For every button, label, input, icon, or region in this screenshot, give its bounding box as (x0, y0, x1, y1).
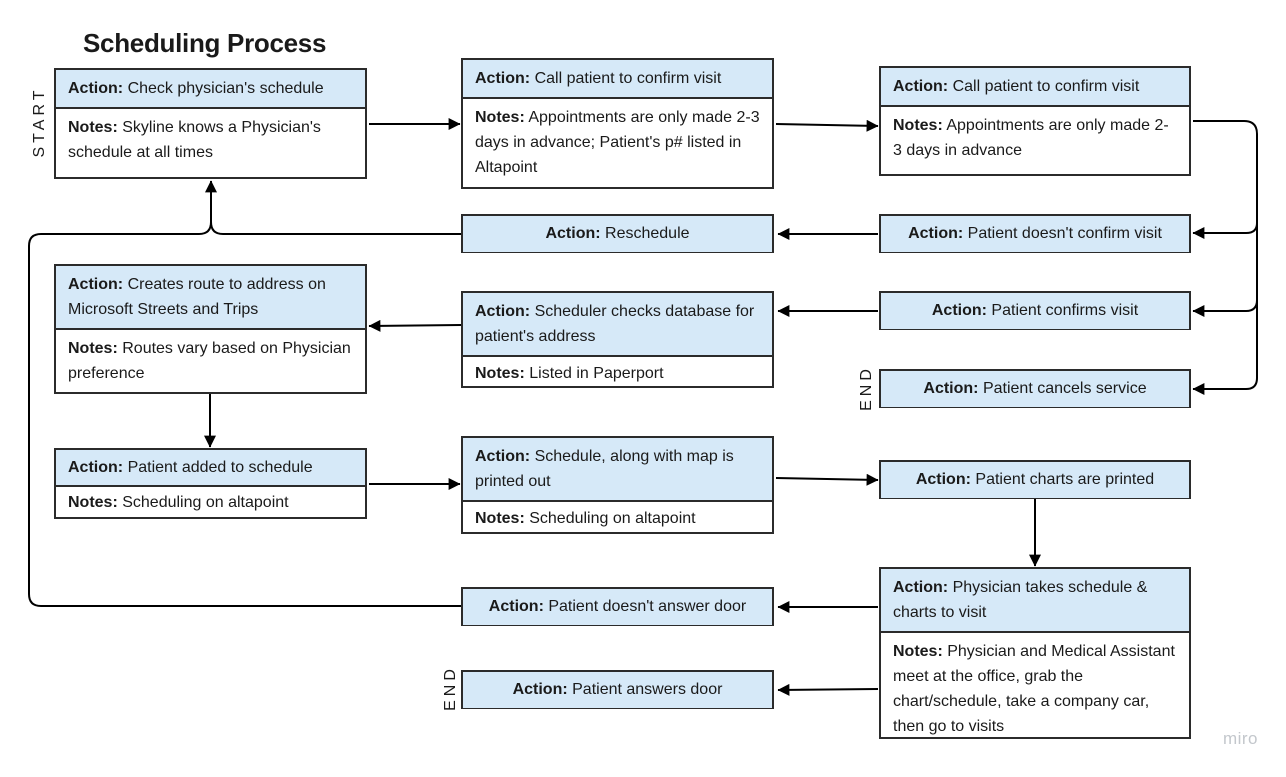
notes-row: Notes: Routes vary based on Physician pr… (68, 340, 351, 382)
action-row: Action: Schedule, along with map is prin… (463, 438, 772, 502)
notes-row: Notes: Skyline knows a Physician's sched… (68, 119, 321, 161)
notes-row: Notes: Listed in Paperport (475, 365, 664, 382)
step-charts-printed[interactable]: Action: Patient charts are printed (879, 460, 1191, 499)
step-check-database[interactable]: Action: Scheduler checks database for pa… (461, 291, 774, 388)
arrow-to-no-confirm (1192, 222, 1258, 239)
step-no-answer[interactable]: Action: Patient doesn't answer door (461, 587, 774, 626)
action-row: Action: Patient added to schedule (56, 450, 365, 487)
action-row: Action: Patient answers door (463, 672, 772, 708)
step-check-schedule[interactable]: Action: Check physician's schedule Notes… (54, 68, 367, 179)
step-confirms[interactable]: Action: Patient confirms visit (879, 291, 1191, 330)
arrow-call1-to-call2 (775, 119, 879, 132)
step-printed-out[interactable]: Action: Schedule, along with map is prin… (461, 436, 774, 534)
notes-row: Notes: Scheduling on altapoint (475, 510, 696, 527)
step-added-to-schedule[interactable]: Action: Patient added to schedule Notes:… (54, 448, 367, 519)
loop-no-answer-to-reschedule (28, 221, 461, 607)
action-row: Action: Scheduler checks database for pa… (463, 293, 772, 357)
action-row: Action: Call patient to confirm visit (881, 68, 1189, 107)
end-label-answers: END (442, 665, 459, 711)
notes-row: Notes: Appointments are only made 2-3 da… (475, 109, 760, 176)
loop-reschedule-to-check (205, 180, 461, 235)
step-call-confirm-1[interactable]: Action: Call patient to confirm visit No… (461, 58, 774, 189)
step-takes-schedule[interactable]: Action: Physician takes schedule & chart… (879, 567, 1191, 739)
arrow-takes-to-answers (777, 683, 879, 696)
action-row: Action: Patient doesn't confirm visit (881, 216, 1189, 252)
miro-watermark: miro (1222, 729, 1258, 748)
arrow-printed-to-charts (775, 473, 879, 486)
action-row: Action: Patient confirms visit (881, 293, 1189, 329)
action-row: Action: Patient doesn't answer door (463, 589, 772, 625)
end-label-cancel: END (858, 365, 875, 411)
action-row: Action: Reschedule (463, 216, 772, 252)
notes-row: Notes: Physician and Medical Assistant m… (893, 643, 1175, 735)
action-row: Action: Physician takes schedule & chart… (881, 569, 1189, 633)
notes-row: Notes: Appointments are only made 2-3 da… (893, 117, 1169, 159)
step-reschedule[interactable]: Action: Reschedule (461, 214, 774, 253)
page-title: Scheduling Process (83, 28, 327, 58)
arrow-to-confirms (1192, 299, 1258, 317)
notes-row: Notes: Scheduling on altapoint (68, 494, 289, 511)
action-row: Action: Patient charts are printed (881, 462, 1189, 498)
action-row: Action: Call patient to confirm visit (463, 60, 772, 99)
step-cancels[interactable]: Action: Patient cancels service (879, 369, 1191, 408)
start-label: START (31, 86, 48, 158)
step-create-route[interactable]: Action: Creates route to address on Micr… (54, 264, 367, 394)
action-row: Action: Check physician's schedule (56, 70, 365, 109)
action-row: Action: Creates route to address on Micr… (56, 266, 365, 330)
step-no-confirm[interactable]: Action: Patient doesn't confirm visit (879, 214, 1191, 253)
step-answers[interactable]: Action: Patient answers door (461, 670, 774, 709)
branch-spine (1193, 120, 1258, 390)
action-row: Action: Patient cancels service (881, 371, 1189, 407)
arrow-database-to-route (368, 319, 462, 332)
step-call-confirm-2[interactable]: Action: Call patient to confirm visit No… (879, 66, 1191, 176)
